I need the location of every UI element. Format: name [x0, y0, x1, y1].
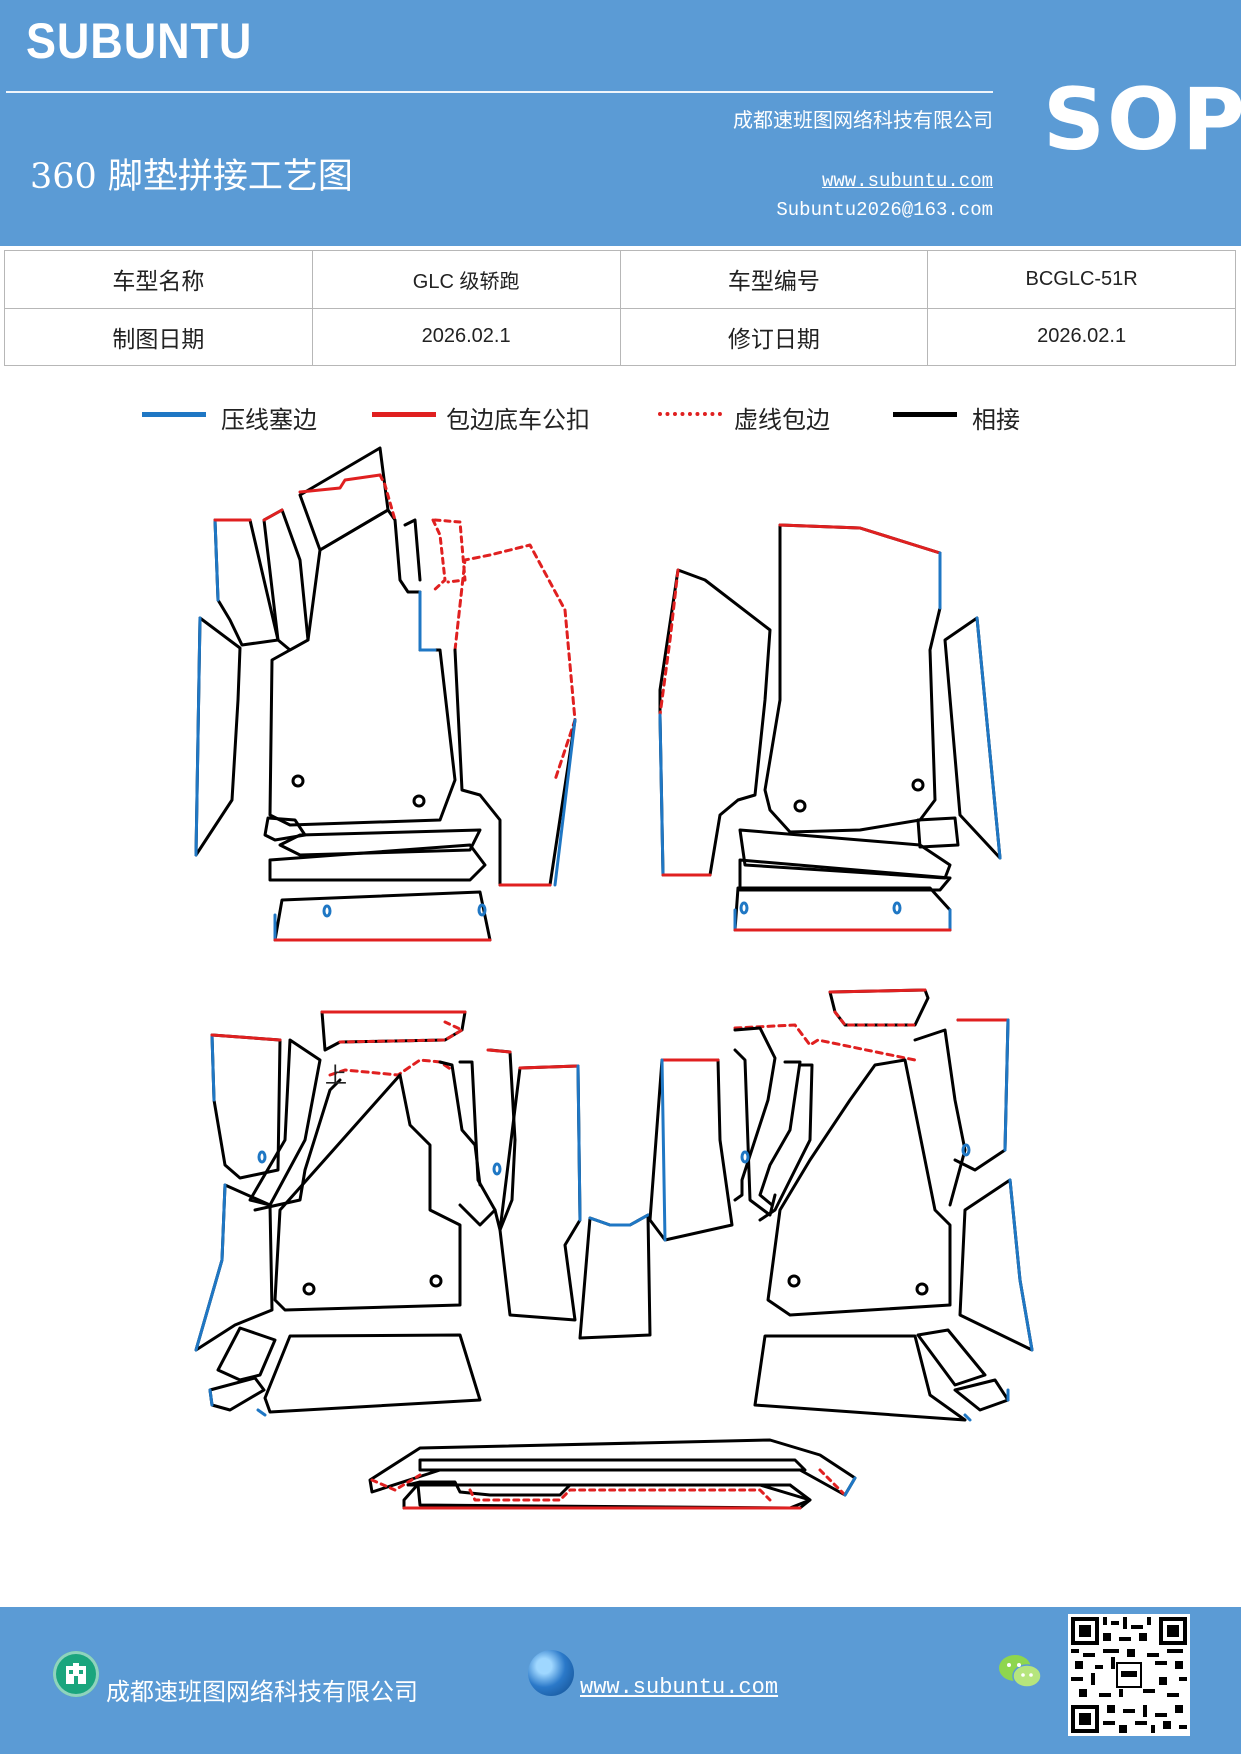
legend-swatch-dashed	[658, 412, 722, 416]
orientation-mark: 上	[325, 1064, 347, 1089]
header-email: Subuntu2026@163.com	[776, 199, 993, 221]
page-title: 360 脚垫拼接工艺图	[30, 157, 353, 197]
mat-trunk-strip	[368, 1438, 857, 1510]
table-cell-label: 车型名称	[4, 250, 313, 309]
globe-icon	[528, 1650, 574, 1696]
legend-swatch-join	[893, 412, 957, 417]
legend-swatch-wrap	[372, 412, 436, 417]
info-table: 车型名称 GLC 级轿跑 车型编号 BCGLC-51R 制图日期 2026.02…	[4, 250, 1236, 366]
table-cell-value: BCGLC-51R	[927, 250, 1236, 309]
mat-center-tunnel	[578, 1213, 652, 1340]
mat-front-right	[658, 523, 1002, 932]
header-company: 成都速班图网络科技有限公司	[733, 108, 993, 132]
table-cell-label: 制图日期	[4, 307, 313, 366]
wechat-icon[interactable]	[997, 1652, 1043, 1692]
legend-label: 包边底车公扣	[446, 406, 590, 434]
header-divider	[6, 91, 993, 93]
table-cell-label: 修订日期	[619, 307, 929, 366]
mat-rear-right	[648, 988, 1034, 1422]
qr-code[interactable]	[1068, 1614, 1190, 1736]
table-row: 制图日期 2026.02.1 修订日期 2026.02.1	[4, 307, 1236, 366]
legend-label: 相接	[972, 406, 1020, 434]
mat-rear-left	[194, 1010, 582, 1417]
table-cell-value: 2026.02.1	[927, 307, 1236, 366]
header-banner: SUBUNTU 成都速班图网络科技有限公司 360 脚垫拼接工艺图 www.su…	[0, 0, 1241, 246]
legend-label: 虚线包边	[734, 406, 830, 434]
footer-website-link[interactable]: www.subuntu.com	[580, 1675, 779, 1700]
header-website-link[interactable]: www.subuntu.com	[821, 170, 993, 192]
building-icon	[53, 1651, 99, 1697]
table-cell-label: 车型编号	[619, 250, 929, 309]
table-row: 车型名称 GLC 级轿跑 车型编号 BCGLC-51R	[4, 250, 1236, 309]
brand-logo: SUBUNTU	[26, 13, 253, 69]
legend: 压线塞边 包边底车公扣 虚线包边 相接	[0, 400, 1241, 440]
table-cell-value: 2026.02.1	[311, 307, 621, 366]
footer-company: 成都速班图网络科技有限公司	[106, 1678, 418, 1706]
legend-label: 压线塞边	[221, 406, 317, 434]
mat-front-left	[194, 446, 577, 942]
sop-badge: SOP	[1043, 70, 1241, 170]
table-cell-value: GLC 级轿跑	[311, 250, 621, 309]
legend-swatch-press	[142, 412, 206, 417]
